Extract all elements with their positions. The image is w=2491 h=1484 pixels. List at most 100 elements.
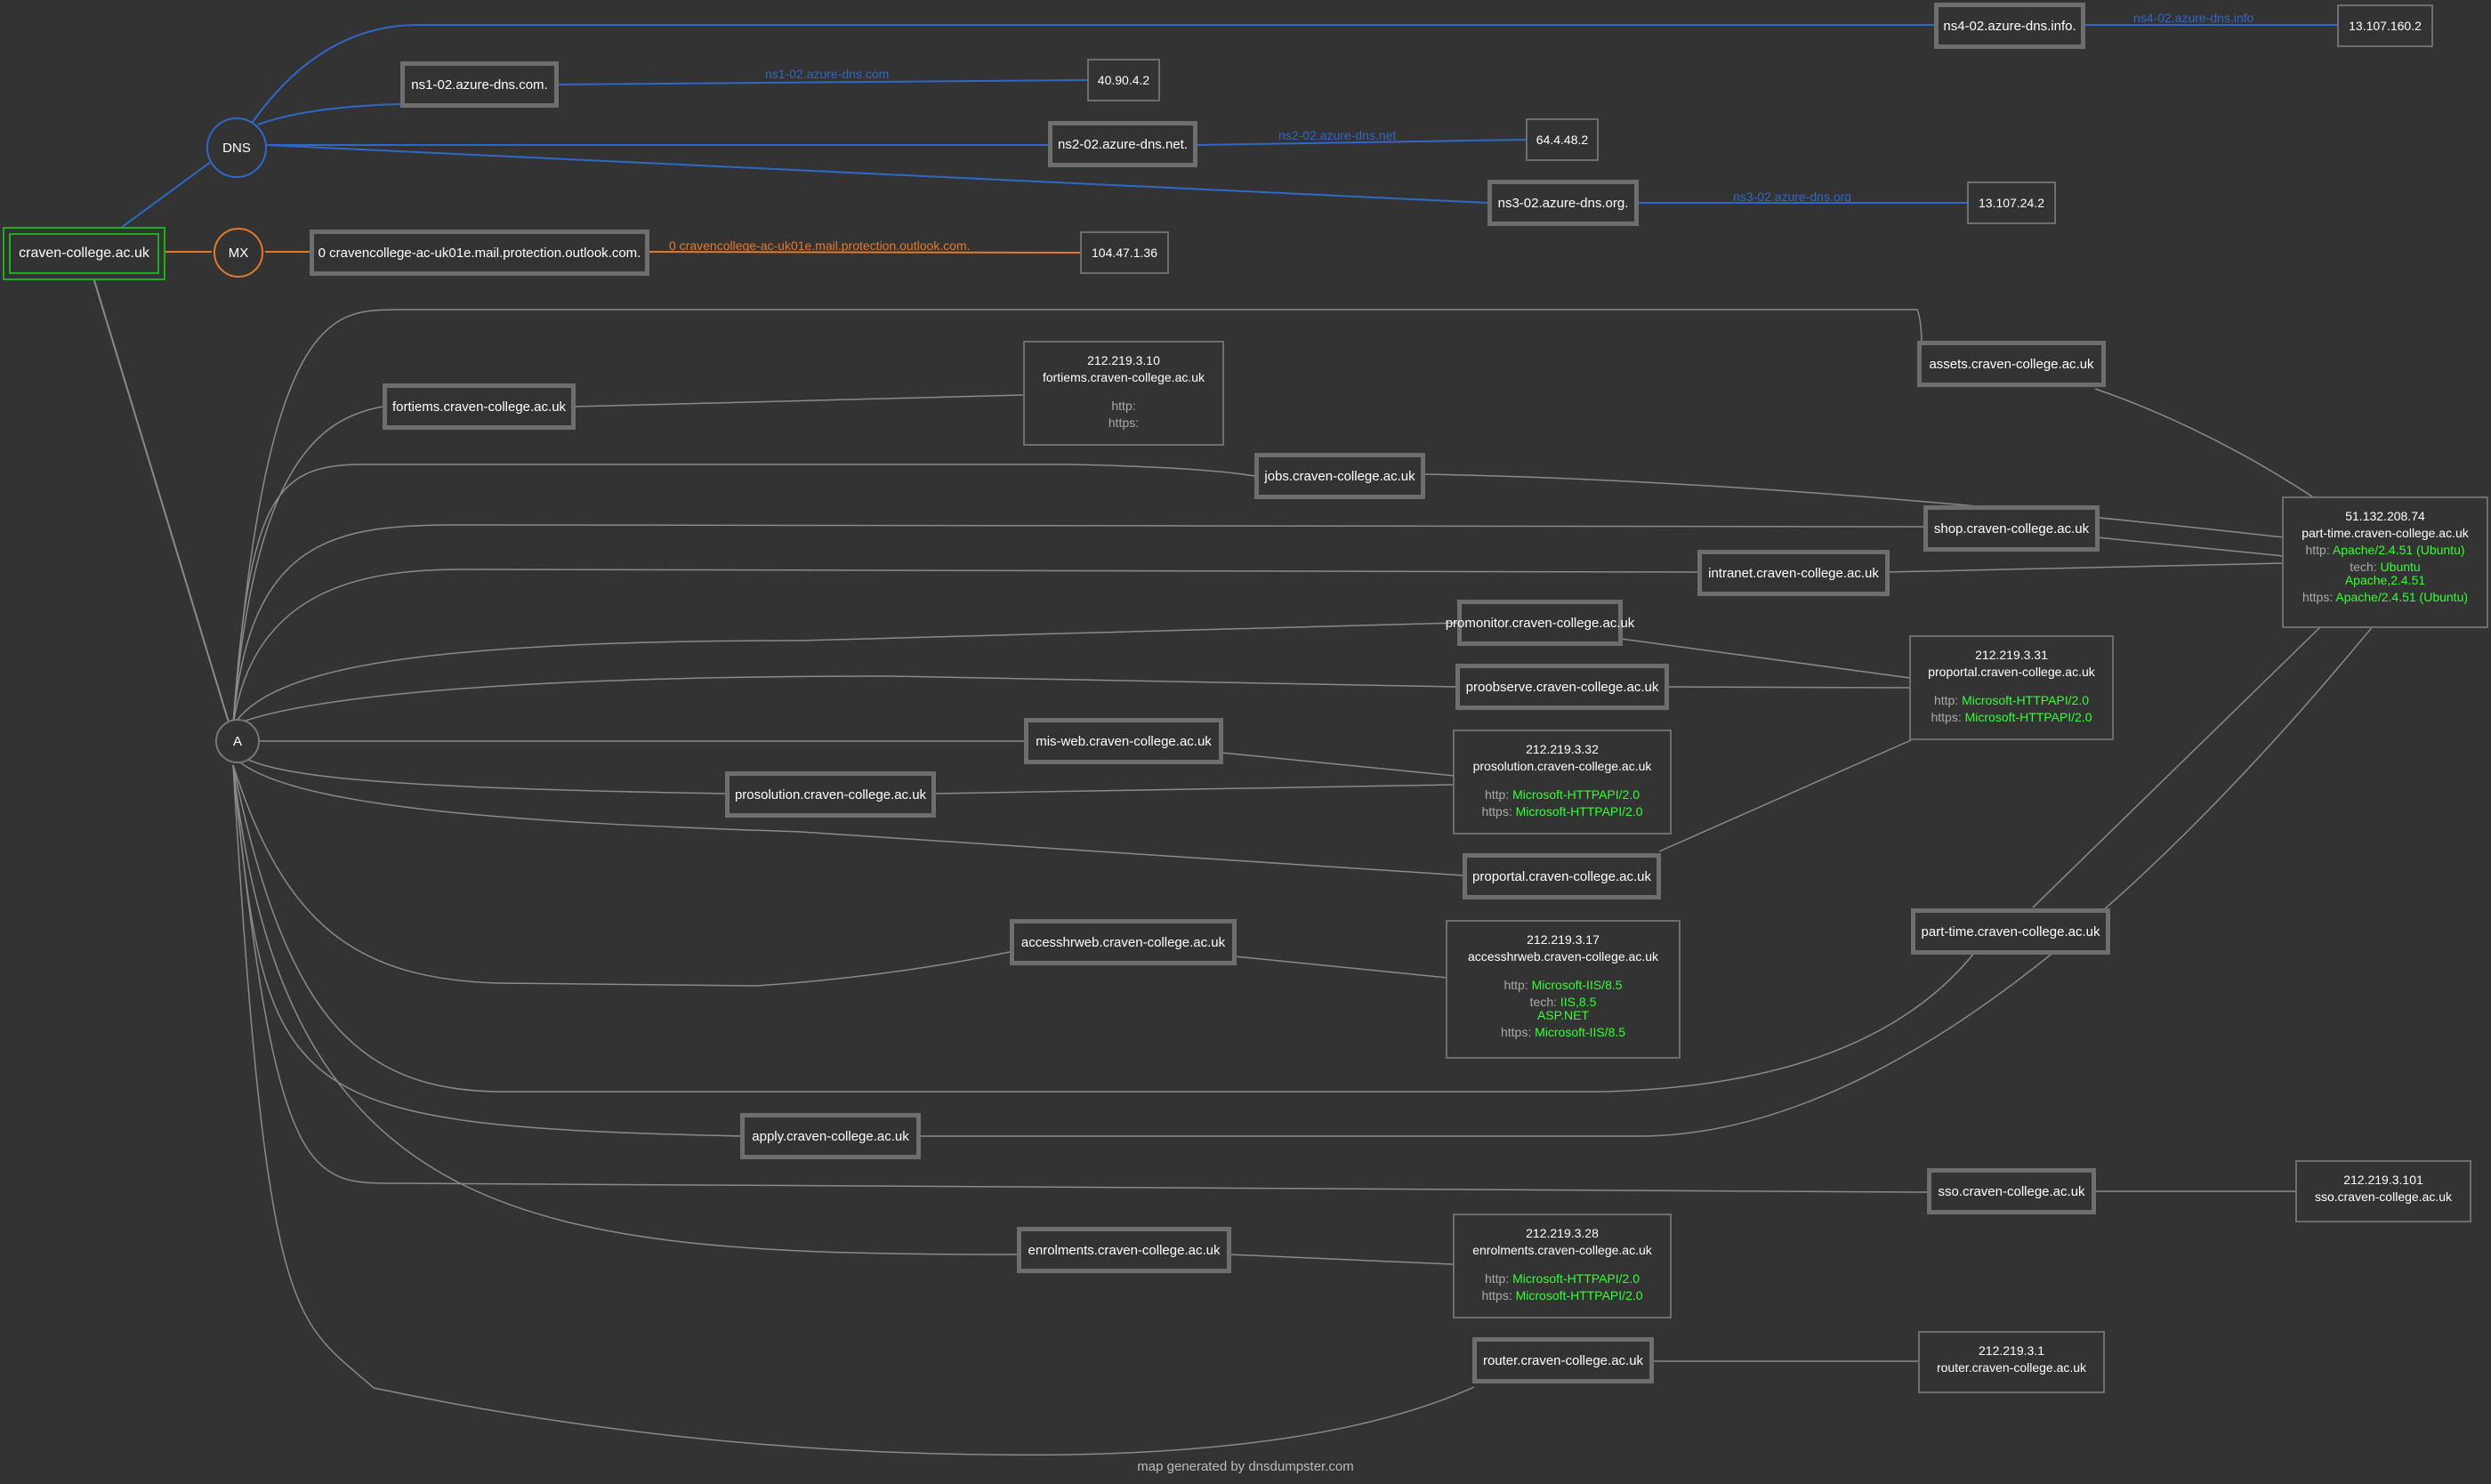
a-hub[interactable]: A	[215, 719, 260, 763]
edge-a-proportal	[232, 755, 1464, 876]
ip-address: 212.219.3.10	[1087, 353, 1160, 367]
edge-jobs-ip	[1423, 473, 2285, 538]
https-label: https:	[2302, 590, 2334, 604]
edge-ns1-ip	[556, 79, 1088, 85]
https-server: Apache/2.4.51 (Ubuntu)	[2335, 590, 2469, 604]
http-label: http:	[1484, 1271, 1510, 1286]
ns-host-3[interactable]: ns3-02.azure-dns.org.	[1487, 180, 1639, 226]
edge-dns-ns4	[250, 24, 1935, 125]
ip-address: 212.219.3.32	[1526, 742, 1599, 756]
host-jobs[interactable]: jobs.craven-college.ac.uk	[1254, 453, 1425, 499]
dns-hub[interactable]: DNS	[206, 117, 267, 178]
https-label: https:	[1500, 1025, 1532, 1039]
ip-info-sso[interactable]: 212.219.3.101 sso.craven-college.ac.uk	[2295, 1160, 2471, 1222]
ns-ip-2[interactable]: 64.4.48.2	[1526, 118, 1599, 161]
edge-assets-ip	[2094, 388, 2316, 499]
http-server: Apache/2.4.51 (Ubuntu)	[2332, 543, 2465, 557]
http-label: http:	[1933, 693, 1959, 707]
host-enrolments[interactable]: enrolments.craven-college.ac.uk	[1017, 1227, 1231, 1273]
host-parttime[interactable]: part-time.craven-college.ac.uk	[1911, 908, 2110, 955]
ns-host-4[interactable]: ns4-02.azure-dns.info.	[1934, 3, 2085, 49]
edge-promonitor-ip	[1620, 638, 1911, 679]
tech-item: Apache,2.4.51	[2344, 573, 2426, 587]
http-server: Microsoft-IIS/8.5	[1531, 978, 1623, 992]
https-label: https:	[1481, 1288, 1512, 1303]
host-assets[interactable]: assets.craven-college.ac.uk	[1917, 341, 2106, 387]
edge-dns-ns3	[266, 144, 1489, 204]
https-label: https:	[1931, 710, 1962, 724]
https-server: Microsoft-HTTPAPI/2.0	[1515, 1288, 1643, 1303]
https-server: Microsoft-IIS/8.5	[1535, 1025, 1626, 1039]
root-inner-border	[9, 233, 159, 274]
edge-parttime-ip	[2032, 625, 2323, 908]
footer-credit: map generated by dnsdumpster.com	[1137, 1459, 1354, 1474]
edge-accesshrweb-ip	[1234, 956, 1448, 979]
host-proobserve[interactable]: proobserve.craven-college.ac.uk	[1455, 664, 1669, 710]
ip-info-proportal[interactable]: 212.219.3.31 proportal.craven-college.ac…	[1909, 635, 2114, 740]
ns-ip-4[interactable]: 13.107.160.2	[2337, 4, 2433, 47]
https-label: https:	[1481, 804, 1512, 819]
tech-label: tech:	[2350, 560, 2377, 574]
edge-label-mx: 0 cravencollege-ac-uk01e.mail.protection…	[669, 238, 971, 253]
host-sso[interactable]: sso.craven-college.ac.uk	[1927, 1168, 2096, 1214]
edge-a-accesshrweb	[232, 764, 1011, 987]
host-apply[interactable]: apply.craven-college.ac.uk	[740, 1113, 921, 1159]
mx-hub[interactable]: MX	[214, 228, 263, 278]
host-promonitor[interactable]: promonitor.craven-college.ac.uk	[1446, 600, 1634, 646]
edge-label-ns3: ns3-02.azure-dns.org	[1733, 190, 1852, 204]
ns-host-2[interactable]: ns2-02.azure-dns.net.	[1048, 121, 1197, 167]
ip-hostname: part-time.craven-college.ac.uk	[2302, 526, 2469, 540]
edge-label-ns2: ns2-02.azure-dns.net	[1278, 128, 1397, 142]
ip-hostname: router.craven-college.ac.uk	[1936, 1360, 2087, 1375]
edge-proobserve-ip	[1667, 686, 1911, 689]
ip-info-accesshrweb[interactable]: 212.219.3.17 accesshrweb.craven-college.…	[1446, 920, 1681, 1059]
edge-enrolments-ip	[1229, 1254, 1454, 1265]
host-accesshrweb[interactable]: accesshrweb.craven-college.ac.uk	[1010, 919, 1237, 965]
ip-info-fortiems[interactable]: 212.219.3.10 fortiems.craven-college.ac.…	[1023, 341, 1224, 446]
mx-ip[interactable]: 104.47.1.36	[1080, 231, 1169, 274]
host-proportal[interactable]: proportal.craven-college.ac.uk	[1463, 853, 1661, 899]
ns-host-1[interactable]: ns1-02.azure-dns.com.	[400, 61, 559, 108]
ip-info-parttime[interactable]: 51.132.208.74 part-time.craven-college.a…	[2282, 496, 2488, 628]
edge-a-fortiems	[232, 406, 383, 726]
edge-a-assets	[232, 309, 1923, 726]
edge-prosolution-ip	[933, 784, 1455, 794]
edge-root-a	[93, 277, 230, 726]
mx-host[interactable]: 0 cravencollege-ac-uk01e.mail.protection…	[310, 230, 649, 276]
http-label: http:	[1484, 787, 1510, 802]
https-server: Microsoft-HTTPAPI/2.0	[1964, 710, 2092, 724]
ip-address: 212.219.3.28	[1526, 1226, 1599, 1240]
edge-a-enrolments	[232, 764, 1020, 1255]
host-misweb[interactable]: mis-web.craven-college.ac.uk	[1024, 718, 1223, 764]
edge-a-jobs	[232, 464, 1255, 726]
edge-mx-ip	[647, 251, 1081, 254]
edge-intranet-ip	[1888, 562, 2285, 573]
host-fortiems[interactable]: fortiems.craven-college.ac.uk	[383, 383, 576, 430]
edge-misweb-ip	[1221, 752, 1455, 777]
host-router[interactable]: router.craven-college.ac.uk	[1472, 1337, 1654, 1383]
edge-a-proobserve	[232, 675, 1458, 726]
root-domain-node[interactable]: craven-college.ac.uk	[3, 227, 165, 280]
host-intranet[interactable]: intranet.craven-college.ac.uk	[1697, 550, 1890, 596]
ip-info-enrolments[interactable]: 212.219.3.28 enrolments.craven-college.a…	[1453, 1214, 1672, 1319]
host-shop[interactable]: shop.craven-college.ac.uk	[1923, 505, 2100, 552]
ip-hostname: prosolution.craven-college.ac.uk	[1472, 759, 1652, 773]
host-prosolution[interactable]: prosolution.craven-college.ac.uk	[725, 771, 936, 818]
http-server: Microsoft-HTTPAPI/2.0	[1962, 693, 2090, 707]
edge-shop-ip	[2096, 536, 2285, 557]
ip-info-router[interactable]: 212.219.3.1 router.craven-college.ac.uk	[1918, 1331, 2105, 1393]
edge-dns-ns1	[257, 103, 401, 125]
edge-a-shop	[232, 524, 1927, 726]
ip-info-prosolution[interactable]: 212.219.3.32 prosolution.craven-college.…	[1453, 730, 1672, 835]
edge-a-intranet	[232, 569, 1700, 726]
tech-item: IIS,8.5	[1560, 995, 1597, 1009]
ip-hostname: fortiems.craven-college.ac.uk	[1042, 370, 1205, 384]
tech-label: tech:	[1529, 995, 1557, 1009]
https-server: Microsoft-HTTPAPI/2.0	[1515, 804, 1643, 819]
ns-ip-1[interactable]: 40.90.4.2	[1087, 59, 1160, 101]
edge-apply-ip	[919, 625, 2374, 1137]
ns-ip-3[interactable]: 13.107.24.2	[1967, 181, 2056, 224]
edge-fortiems-ip	[573, 394, 1024, 407]
edge-proportal-ip	[1658, 739, 1912, 852]
